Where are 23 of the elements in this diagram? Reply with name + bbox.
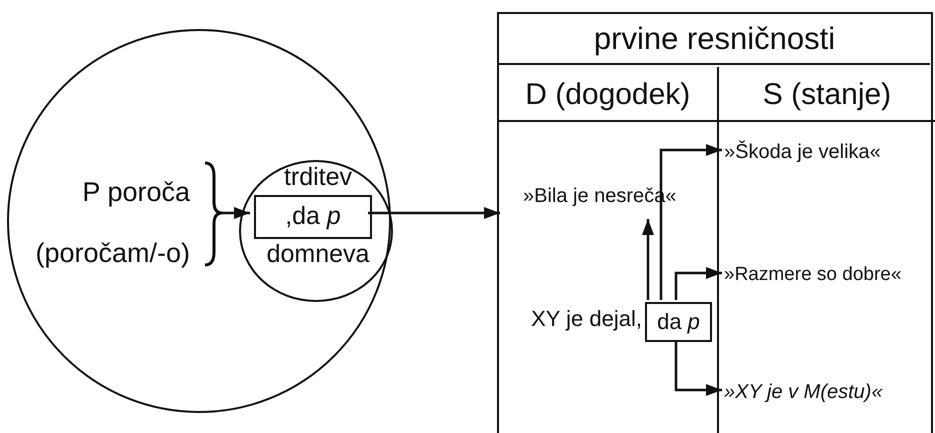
label-text: (poročam/-o) [34,238,190,270]
arrow [660,144,722,300]
inner-circle [239,160,393,302]
quote-text: »XY je v M(estu)« [724,379,924,405]
arrow [222,207,250,219]
arrow [674,340,722,396]
clause-box: da p [645,302,712,342]
quote-text: »Škoda je velika« [724,139,929,165]
table-heading: prvine resničnosti [499,14,930,64]
clause-box: ,da p [254,195,372,239]
arrow [368,207,500,219]
column-heading: D (dogodek) [499,67,716,122]
arrow [674,267,722,300]
table-frame [497,12,933,433]
column-heading: S (stanje) [719,67,935,122]
quote-text: »Razmere so dobre« [724,262,935,288]
label-text: domneva [266,240,370,269]
label-text: P poroča [81,177,190,208]
table-column [499,67,719,433]
label-text: trditev [282,163,354,192]
sentence-text: XY je dejal, [530,306,642,332]
arrow [642,219,654,300]
outer-circle [7,29,391,413]
